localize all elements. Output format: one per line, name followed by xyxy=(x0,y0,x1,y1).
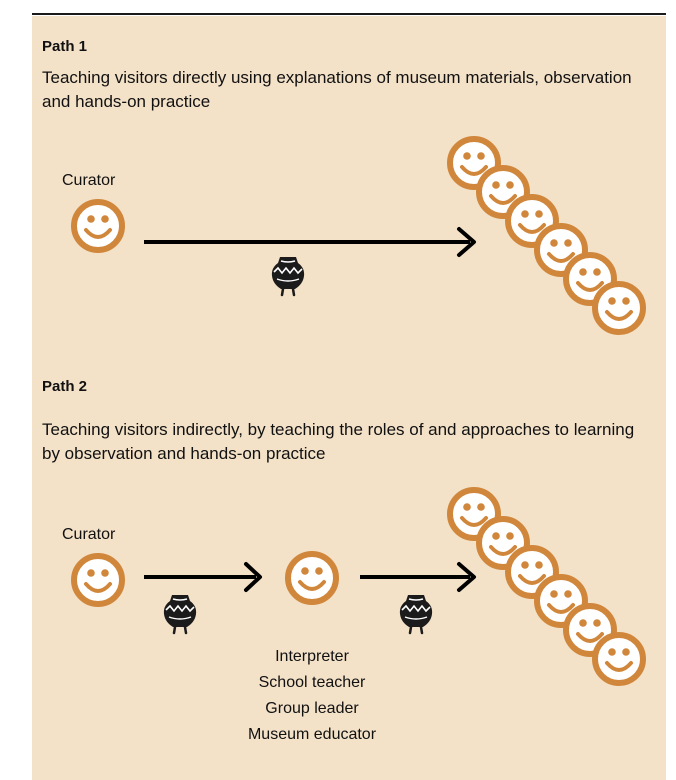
visitor-face-icon xyxy=(595,635,643,683)
path2-curator-label: Curator xyxy=(62,526,116,543)
intermediary-roles-list: Interpreter School teacher Group leader … xyxy=(212,644,412,748)
path1-heading: Path 1 xyxy=(42,38,88,55)
path1-artifact-pot-icon xyxy=(270,255,306,297)
role-group-leader: Group leader xyxy=(265,700,359,717)
path2-arrow-to-intermediary xyxy=(144,562,262,592)
path2-artifact-pot-icon-2 xyxy=(398,593,434,635)
path1-curator-face-icon xyxy=(74,202,122,250)
path2-visitors-group xyxy=(450,490,643,683)
figure-panel xyxy=(32,16,666,780)
path2-artifact-pot-icon-1 xyxy=(162,593,198,635)
role-interpreter: Interpreter xyxy=(275,648,349,665)
intermediary-face-icon xyxy=(288,554,336,602)
path1-curator-label: Curator xyxy=(62,172,116,189)
path1-description: Teaching visitors directly using explana… xyxy=(42,68,632,111)
path2-heading: Path 2 xyxy=(42,378,88,395)
top-rule xyxy=(32,13,666,15)
path2-description: Teaching visitors indirectly, by teachin… xyxy=(42,420,635,463)
visitor-face-icon xyxy=(595,284,643,332)
path2-arrow-to-visitors xyxy=(360,562,476,592)
role-museum-educator: Museum educator xyxy=(247,726,377,743)
path2-curator-face-icon xyxy=(74,556,122,604)
path1-arrow xyxy=(144,227,476,257)
role-school-teacher: School teacher xyxy=(258,674,366,691)
path1-visitors-group xyxy=(450,139,643,332)
